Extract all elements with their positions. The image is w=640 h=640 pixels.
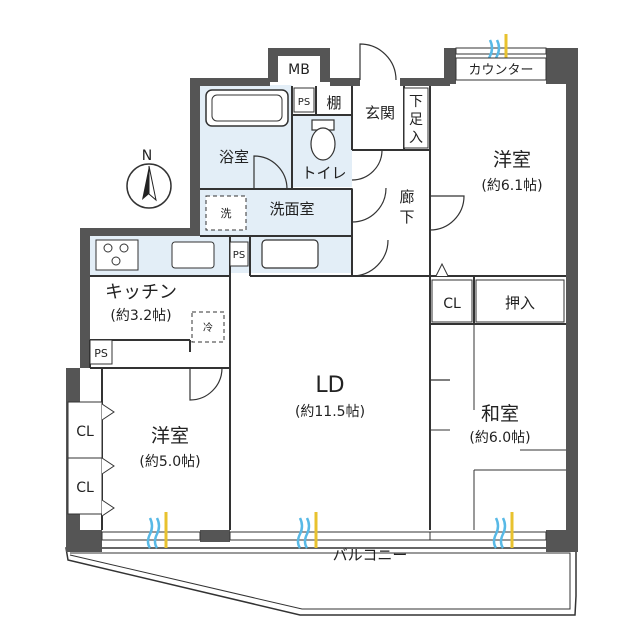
closet-ne [431,279,473,323]
kitchen-size: (約3.2帖) [110,308,171,324]
balcony-label: バルコニー [333,546,408,564]
ps-label-mid: PS [233,250,245,261]
counter [455,57,547,81]
tatami-lines [430,324,566,530]
north-compass [126,163,172,209]
ps-box-top [293,87,315,113]
ps-label-left: PS [94,347,108,360]
ps-label-top: PS [298,97,310,108]
windows-bottom [101,512,547,549]
toilet-label: トイレ [301,164,346,182]
kitchen-label: キッチン [105,282,177,303]
entrance-label: 玄関 [365,104,395,122]
shoe-box-label-2: 足 [409,112,423,128]
washer-space [205,195,247,231]
western-sw-label: 洋室 [151,425,189,447]
washer-label: 洗 [221,207,232,220]
balcony [65,547,577,616]
toilet-fixture [310,119,336,161]
washbasin [261,239,319,269]
ps-box-mid [229,241,249,267]
japanese-label: 和室 [481,403,519,425]
closet-sw-2 [67,457,103,515]
closet-sw-1 [67,401,103,459]
counter-label: カウンター [468,63,533,78]
north-label: N [142,148,152,164]
mb-label: MB [288,62,310,78]
fridge-space [191,311,225,343]
corridor-label-2: 下 [399,208,414,226]
shelf-label: 棚 [326,94,341,112]
ld-label: LD [315,373,344,398]
corridor-label-1: 廊 [399,188,414,206]
shoe-box [403,87,429,149]
western-ne-size: (約6.1帖) [481,178,542,194]
western-sw-size: (約5.0帖) [139,454,200,470]
ps-box-left [89,339,113,365]
shoe-box-label-3: 入 [409,130,423,146]
kitchen-sink [171,241,215,269]
shoe-box-label-1: 下 [409,94,423,110]
fridge-label: 冷 [203,321,213,334]
oshiire [475,279,565,323]
western-ne-label: 洋室 [493,149,531,171]
closet-hinge-marks [101,262,449,517]
washroom-label: 洗面室 [269,200,314,218]
stove [95,239,139,271]
bath-label: 浴室 [219,148,249,166]
cl-label-sw-2: CL [76,480,94,496]
cl-label-ne: CL [443,296,461,312]
doors [189,43,465,401]
cl-label-sw-1: CL [76,424,94,440]
bathtub [205,89,289,127]
ld-size: (約11.5帖) [295,404,365,420]
oshiire-label: 押入 [505,294,535,312]
japanese-size: (約6.0帖) [469,430,530,446]
